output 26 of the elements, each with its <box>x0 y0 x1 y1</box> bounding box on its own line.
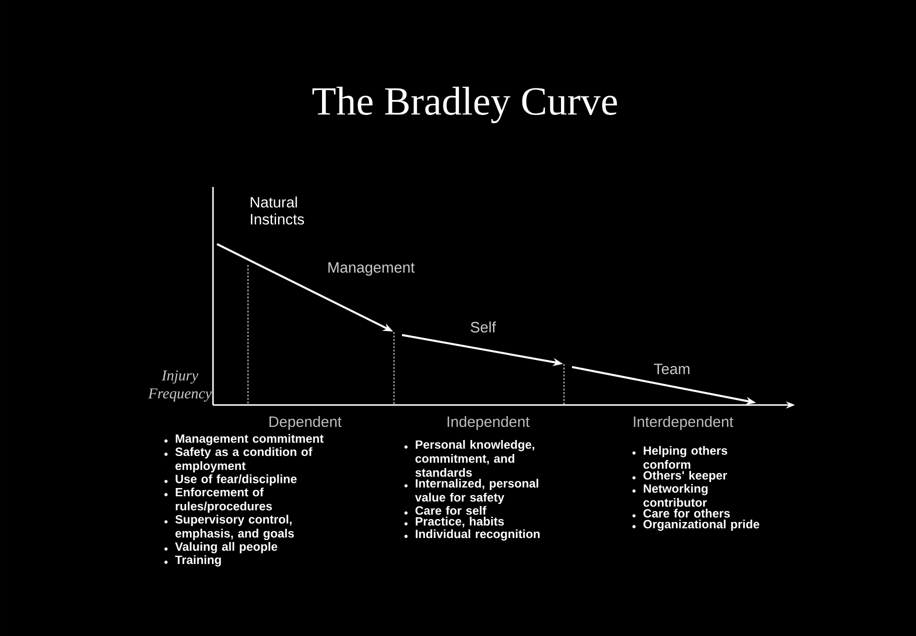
bullet-item: Care for self <box>416 506 486 515</box>
bullet-item: Safety as a condition of employment <box>175 447 312 472</box>
bullet-item: Networking contributor <box>643 484 708 507</box>
phase-label: Independent <box>448 416 530 430</box>
bullet-item: Supervisory control, emphasis, and goals <box>175 514 294 540</box>
bullet-item: Personal knowledge, commitment, and standards <box>415 440 534 477</box>
bullet-item: Care for others <box>644 508 730 518</box>
phase-label: Dependent <box>270 416 342 430</box>
axis-title: Injury Frequency <box>148 370 212 402</box>
bullet-item: Others' keeper <box>644 470 728 482</box>
title: The Bradley Curve <box>312 86 617 124</box>
bullet-item: Enforcement of rules/procedures <box>176 488 272 513</box>
bullet-item: Valuing all people <box>175 542 278 554</box>
edge-label: Team <box>654 364 690 374</box>
bullet-item: Internalized, personal value for safety <box>415 478 538 504</box>
edge-label: Self <box>470 321 496 332</box>
phase-label: Interdependent <box>634 416 734 430</box>
bullet-item: Individual recognition <box>416 529 540 541</box>
bullet-item: Practice, habits <box>416 516 504 528</box>
edge-label: Management <box>328 262 415 276</box>
bullet-item: Use of fear/discipline <box>176 474 297 486</box>
bullet-item: Organizational pride <box>644 520 760 531</box>
curve-label: Natural Instincts <box>250 196 304 225</box>
bullet-item: Management commitment <box>176 434 324 446</box>
bullet-item: Helping others conform <box>643 446 728 469</box>
bullet-item: Training <box>175 555 221 566</box>
